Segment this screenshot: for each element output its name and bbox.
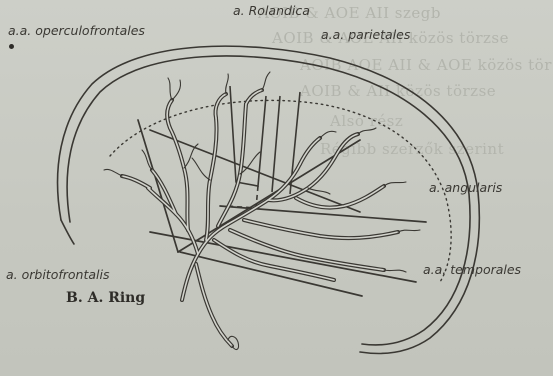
label-parietales: a.a. parietales — [321, 27, 410, 42]
ink-dot — [9, 44, 14, 49]
label-orbitofrontalis: a. orbitofrontalis — [6, 267, 109, 282]
label-temporales: a.a. temporales — [423, 262, 521, 277]
artery-tree — [104, 72, 420, 349]
label-angularis: a. angularis — [429, 180, 502, 195]
label-operculofrontales: a.a. operculofrontales — [8, 23, 145, 38]
label-rolandica: a. Rolandica — [233, 3, 310, 18]
artist-signature: B. A. Ring — [66, 290, 145, 306]
